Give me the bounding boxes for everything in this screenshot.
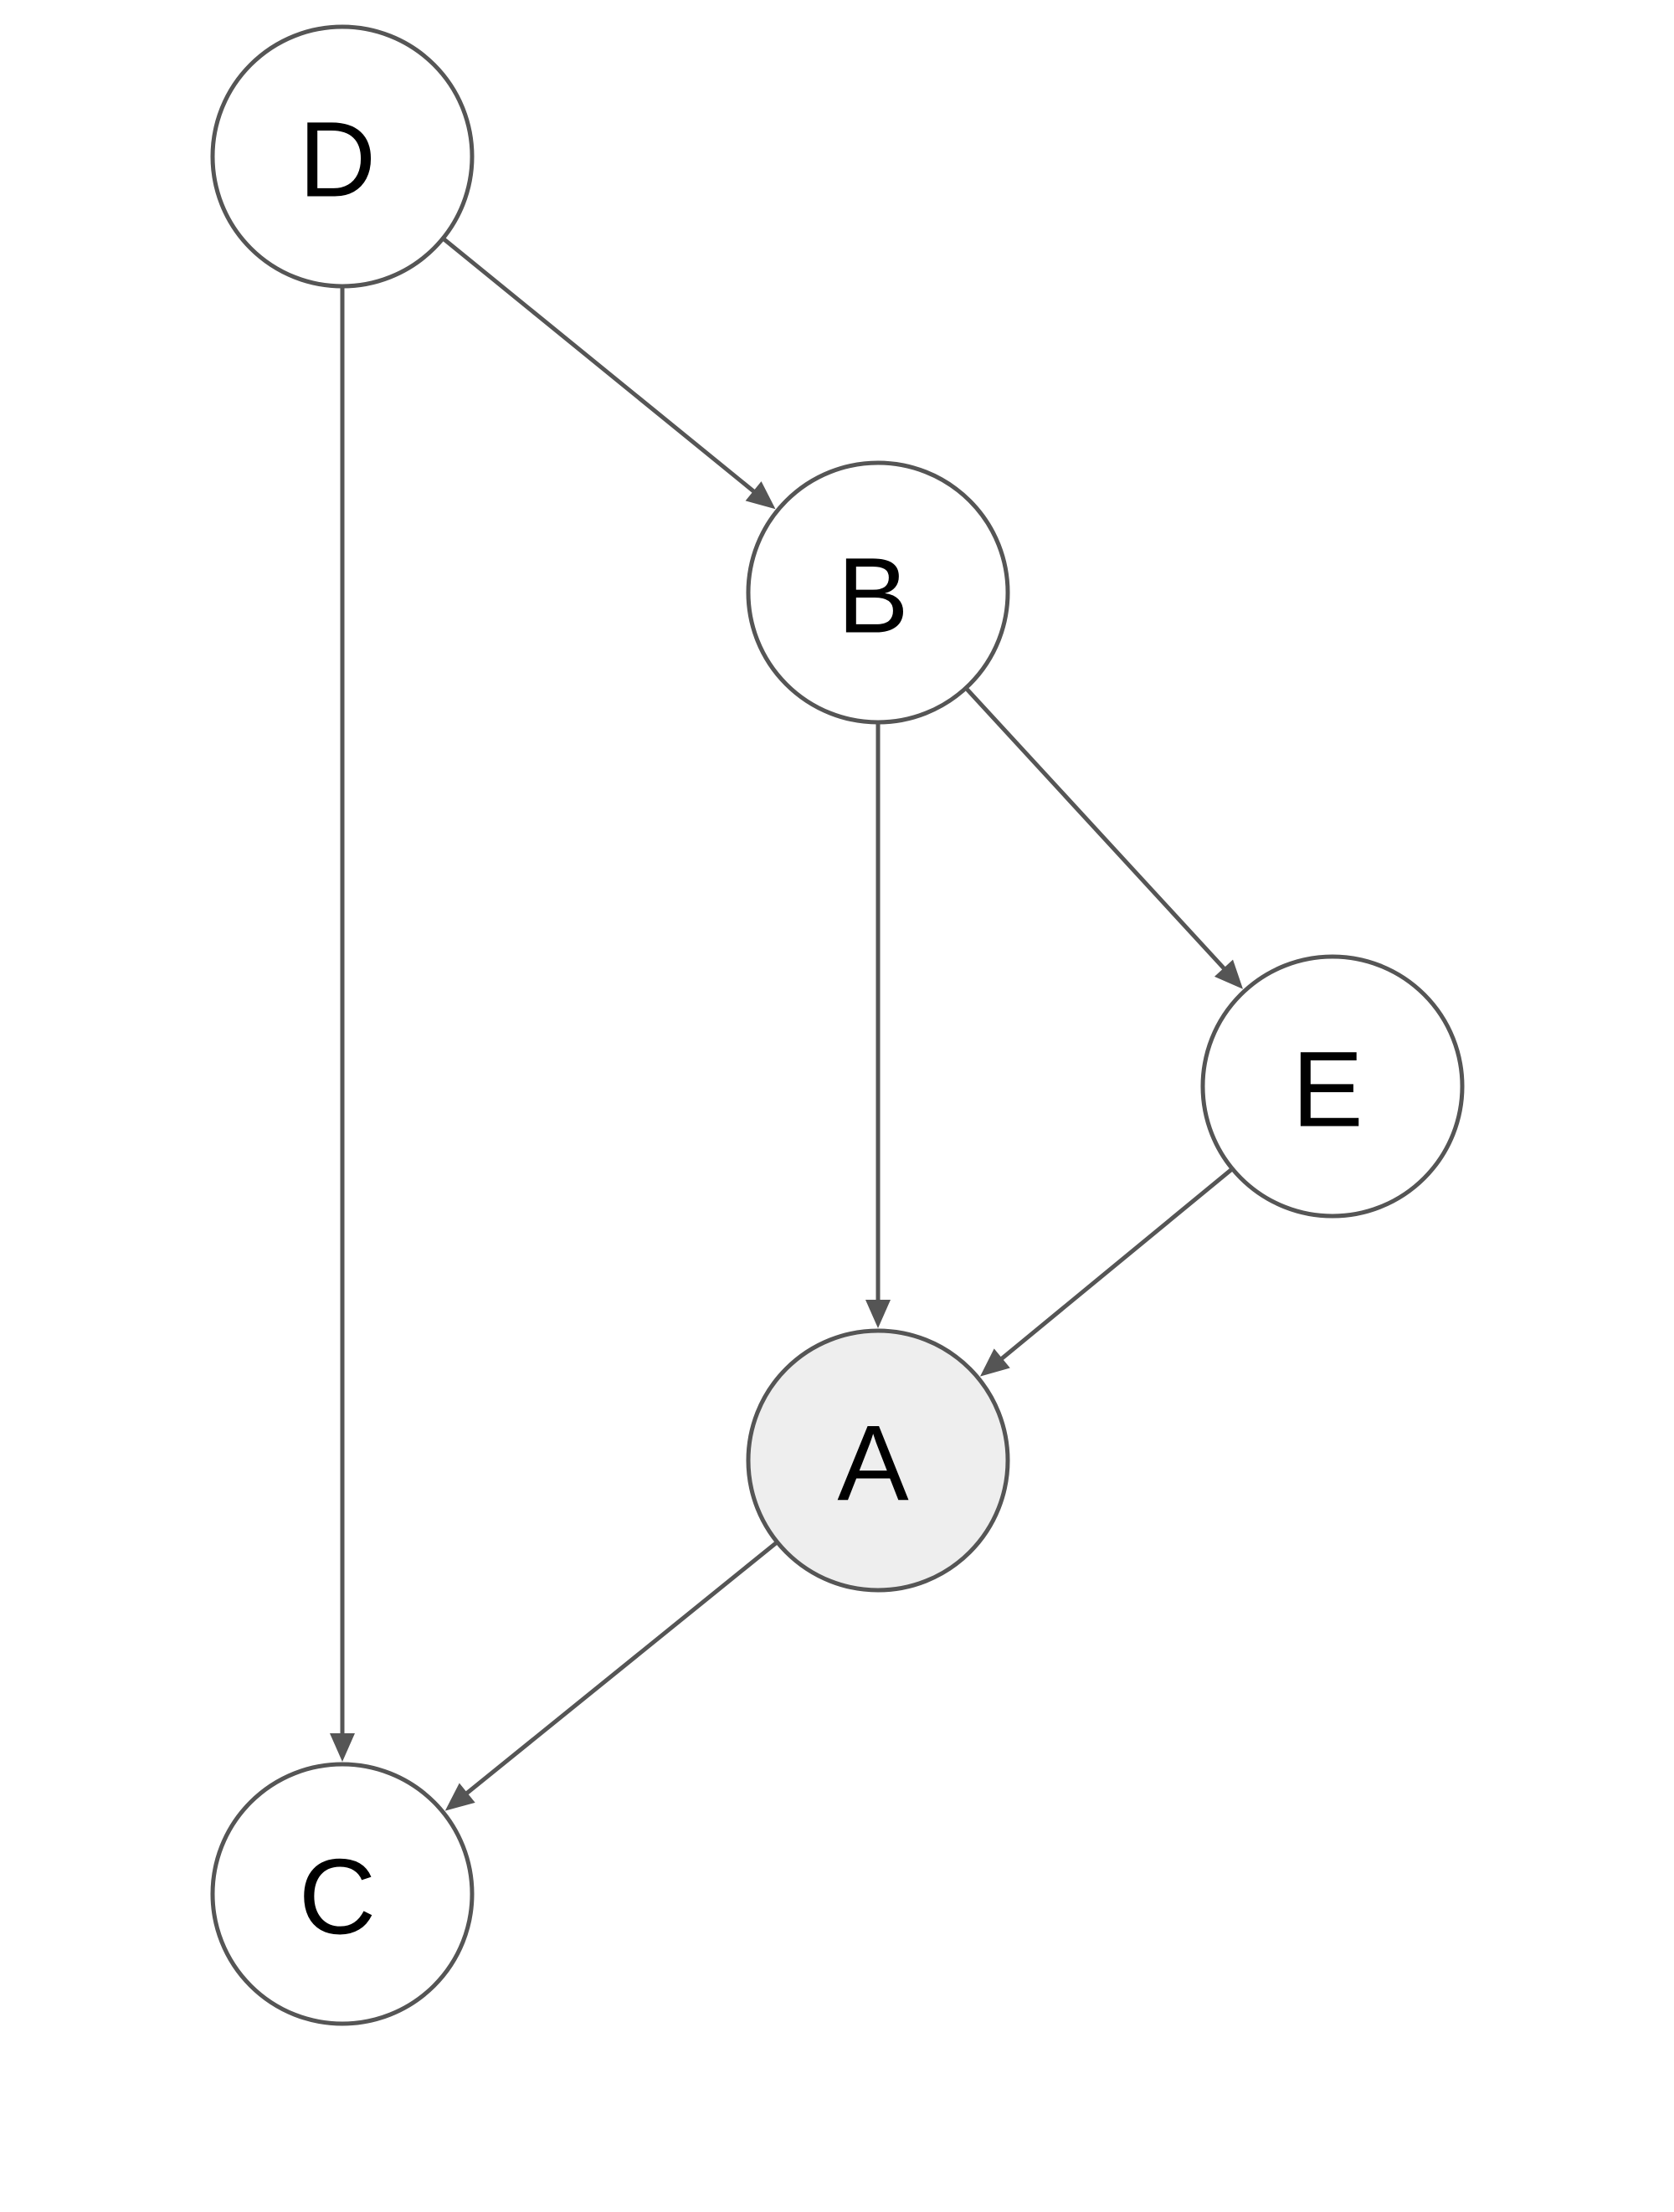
node-circle bbox=[210, 1762, 475, 2026]
edge-d-c bbox=[330, 286, 355, 1762]
node-label: B bbox=[837, 536, 908, 656]
edge-line bbox=[463, 1540, 779, 1797]
node-a: A bbox=[746, 1328, 1010, 1593]
node-e: E bbox=[1200, 954, 1465, 1219]
node-b: B bbox=[746, 460, 1010, 725]
edge-line bbox=[998, 1167, 1234, 1363]
node-c: C bbox=[210, 1762, 475, 2026]
arrowhead-icon bbox=[979, 1348, 1010, 1377]
node-label: E bbox=[1291, 1030, 1363, 1150]
node-circle bbox=[746, 460, 1010, 725]
arrowhead-icon bbox=[444, 1783, 475, 1811]
arrowhead-icon bbox=[330, 1733, 355, 1762]
node-d: D bbox=[210, 24, 475, 289]
node-label: C bbox=[299, 1838, 376, 1958]
node-label: D bbox=[299, 100, 376, 220]
arrowhead-icon bbox=[865, 1300, 891, 1328]
node-circle bbox=[746, 1328, 1010, 1593]
arrowhead-icon bbox=[745, 481, 776, 510]
edge-e-a bbox=[979, 1167, 1234, 1377]
nodes-layer: D B E A C bbox=[210, 24, 1465, 2026]
edges-layer bbox=[330, 236, 1244, 1811]
edge-d-b bbox=[441, 236, 776, 510]
edge-b-a bbox=[865, 722, 891, 1328]
edge-b-e bbox=[964, 686, 1244, 989]
edge-a-c bbox=[444, 1540, 779, 1811]
edge-line bbox=[441, 236, 757, 495]
edge-line bbox=[964, 686, 1228, 973]
node-circle bbox=[210, 24, 475, 289]
node-label: A bbox=[837, 1404, 909, 1524]
node-circle bbox=[1200, 954, 1465, 1219]
arrowhead-icon bbox=[1214, 959, 1244, 989]
